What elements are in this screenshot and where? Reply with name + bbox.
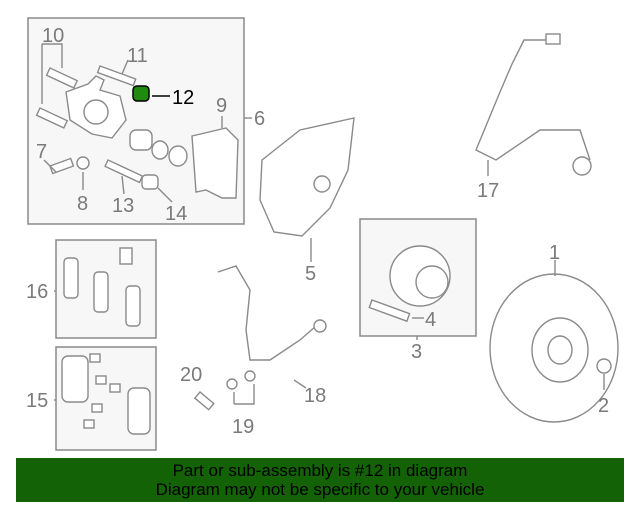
label-16[interactable]: 16 xyxy=(26,281,48,303)
label-13[interactable]: 13 xyxy=(112,195,134,217)
banner-line-2: Diagram may not be specific to your vehi… xyxy=(155,480,485,499)
label-18[interactable]: 18 xyxy=(304,385,326,407)
abs-sensor-rear xyxy=(475,39,591,161)
label-20[interactable]: 20 xyxy=(180,364,202,386)
label-14[interactable]: 14 xyxy=(165,203,187,225)
label-19[interactable]: 19 xyxy=(232,416,254,438)
label-8[interactable]: 8 xyxy=(77,193,88,215)
label-6[interactable]: 6 xyxy=(254,108,265,130)
label-17[interactable]: 17 xyxy=(477,180,499,202)
label-7[interactable]: 7 xyxy=(36,141,47,163)
info-banner: Part or sub-assembly is #12 in diagram D… xyxy=(16,458,624,502)
caliper-bolts xyxy=(35,65,159,190)
label-1[interactable]: 1 xyxy=(549,242,560,264)
label-4[interactable]: 4 xyxy=(425,309,436,331)
label-3[interactable]: 3 xyxy=(411,341,422,363)
label-12[interactable]: 12 xyxy=(172,87,194,109)
label-11[interactable]: 11 xyxy=(127,45,148,67)
part-12-highlight[interactable] xyxy=(132,85,150,102)
label-5[interactable]: 5 xyxy=(305,263,316,285)
label-15[interactable]: 15 xyxy=(26,390,48,412)
caliper-bracket xyxy=(191,127,239,199)
label-9[interactable]: 9 xyxy=(216,95,227,117)
brake-pads xyxy=(63,247,141,327)
label-2[interactable]: 2 xyxy=(598,395,609,417)
bolt-20 xyxy=(193,391,215,411)
abs-sensor-front xyxy=(217,265,317,361)
hardware-kit xyxy=(61,353,151,435)
label-10[interactable]: 10 xyxy=(42,25,64,47)
rotor-screw xyxy=(596,358,612,374)
banner-line-1: Part or sub-assembly is #12 in diagram xyxy=(172,461,468,480)
dust-shield xyxy=(259,117,355,237)
piston-and-seals xyxy=(129,129,188,167)
